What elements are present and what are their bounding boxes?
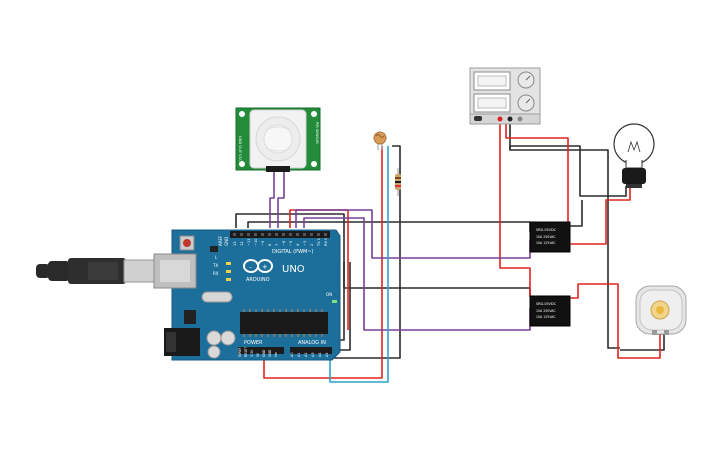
arduino-logo-icon [243, 259, 273, 273]
pin-label-tx1: TX 1 [317, 238, 321, 247]
pin-label-7: 7 [275, 244, 279, 246]
relay-2[interactable]: SRD-05VDC 10A 250VAC 10A 125VAC [529, 295, 571, 327]
pir-model-label: PIR SENSOR [315, 122, 319, 144]
analog-in-label: ANALOG IN [298, 340, 326, 346]
pin-label-a5: A5 [325, 353, 329, 357]
pir-sensor-icon[interactable]: GND OUT VCC PIR SENSOR [235, 107, 321, 172]
wire-blue-1 [329, 146, 389, 383]
pin-label-a2: A2 [304, 353, 308, 357]
pin-label-a3: A3 [311, 353, 315, 357]
light-bulb-icon[interactable] [613, 123, 655, 188]
pin-label-2: 2 [310, 244, 314, 246]
wire-black-8 [570, 200, 583, 227]
power-label: POWER [244, 340, 263, 346]
photoresistor-icon[interactable] [373, 131, 387, 150]
wire-purple-2 [295, 209, 531, 259]
wire-black-9 [620, 333, 665, 351]
relay-icon[interactable]: SRD-05VDC 10A 250VAC 10A 125VAC [529, 221, 571, 253]
rx-label: RX [213, 271, 219, 276]
pin-label-5: ~5 [289, 241, 293, 246]
pin-label-a4: A4 [318, 353, 322, 357]
pin-label-3v3: 3.3V [250, 349, 254, 357]
wire-black-6 [509, 145, 627, 197]
arduino-logo-text: ARDUINO [246, 277, 270, 283]
pin-label-5v: 5V [256, 352, 260, 357]
relay-1-rating-dc: 10A 125VAC [536, 241, 556, 245]
pin-label-13: 13 [233, 241, 237, 246]
pin-label-8: 8 [268, 243, 272, 246]
wire-purple-4 [277, 172, 285, 228]
wires [235, 120, 665, 383]
pin-label-vin: Vin [274, 352, 278, 357]
dc-motor-icon[interactable] [635, 285, 687, 335]
arduino-uno-board[interactable]: – + ARDUINO UNO DIGITAL (PWM~) POWER ANA… [153, 229, 341, 361]
wire-red-1 [499, 120, 531, 296]
power-supply-icon[interactable] [469, 67, 541, 125]
wire-red-2 [505, 120, 569, 226]
pin-label-gnd-b: GND [268, 349, 272, 357]
pin-label-reset: RESET [244, 347, 248, 357]
relay-1-model: SRD-05VDC [536, 228, 557, 232]
wire-purple-1 [269, 170, 275, 228]
relay-1-rating-ac: 10A 250VAC [536, 235, 556, 239]
logo-minus: – [249, 264, 252, 271]
tx-label: TX [212, 263, 218, 268]
wire-red-4 [565, 186, 631, 245]
wire-black-5 [509, 120, 620, 349]
pin-label-ioref: IOREF [238, 347, 242, 357]
arduino-model-label: UNO [282, 264, 305, 275]
aref-pin-label: AREF [218, 235, 223, 246]
relay-2-rating-dc: 10A 125VAC [536, 315, 556, 319]
pin-label-4: 4 [296, 243, 300, 246]
pin-label-12: 12 [240, 241, 244, 246]
pin-label-rx0: RX 0 [324, 237, 328, 246]
pin-label-a0: A0 [290, 353, 294, 357]
l-led-label: L [215, 255, 218, 260]
pin-label-10: ~10 [254, 238, 258, 246]
gnd-pin-label: GND [224, 237, 229, 246]
resistor-icon[interactable] [395, 168, 401, 196]
pin-label-gnd-a: GND [262, 349, 266, 357]
pin-label-11: ~11 [247, 238, 251, 246]
pin-label-3: ~3 [303, 241, 307, 246]
pir-pin-labels: GND OUT VCC [238, 136, 242, 162]
relay-2-rating-ac: 10A 250VAC [536, 309, 556, 313]
digital-pins-label: DIGITAL (PWM~) [272, 249, 314, 255]
logo-plus: + [262, 263, 268, 271]
on-led-label: ON [326, 292, 332, 297]
pin-label-a1: A1 [297, 353, 301, 357]
pin-label-9: ~9 [261, 240, 265, 246]
wire-red-3 [570, 283, 661, 359]
usb-cable-icon [36, 258, 170, 284]
relay-2-model: SRD-05VDC [536, 302, 557, 306]
pin-label-6: ~6 [282, 240, 286, 246]
